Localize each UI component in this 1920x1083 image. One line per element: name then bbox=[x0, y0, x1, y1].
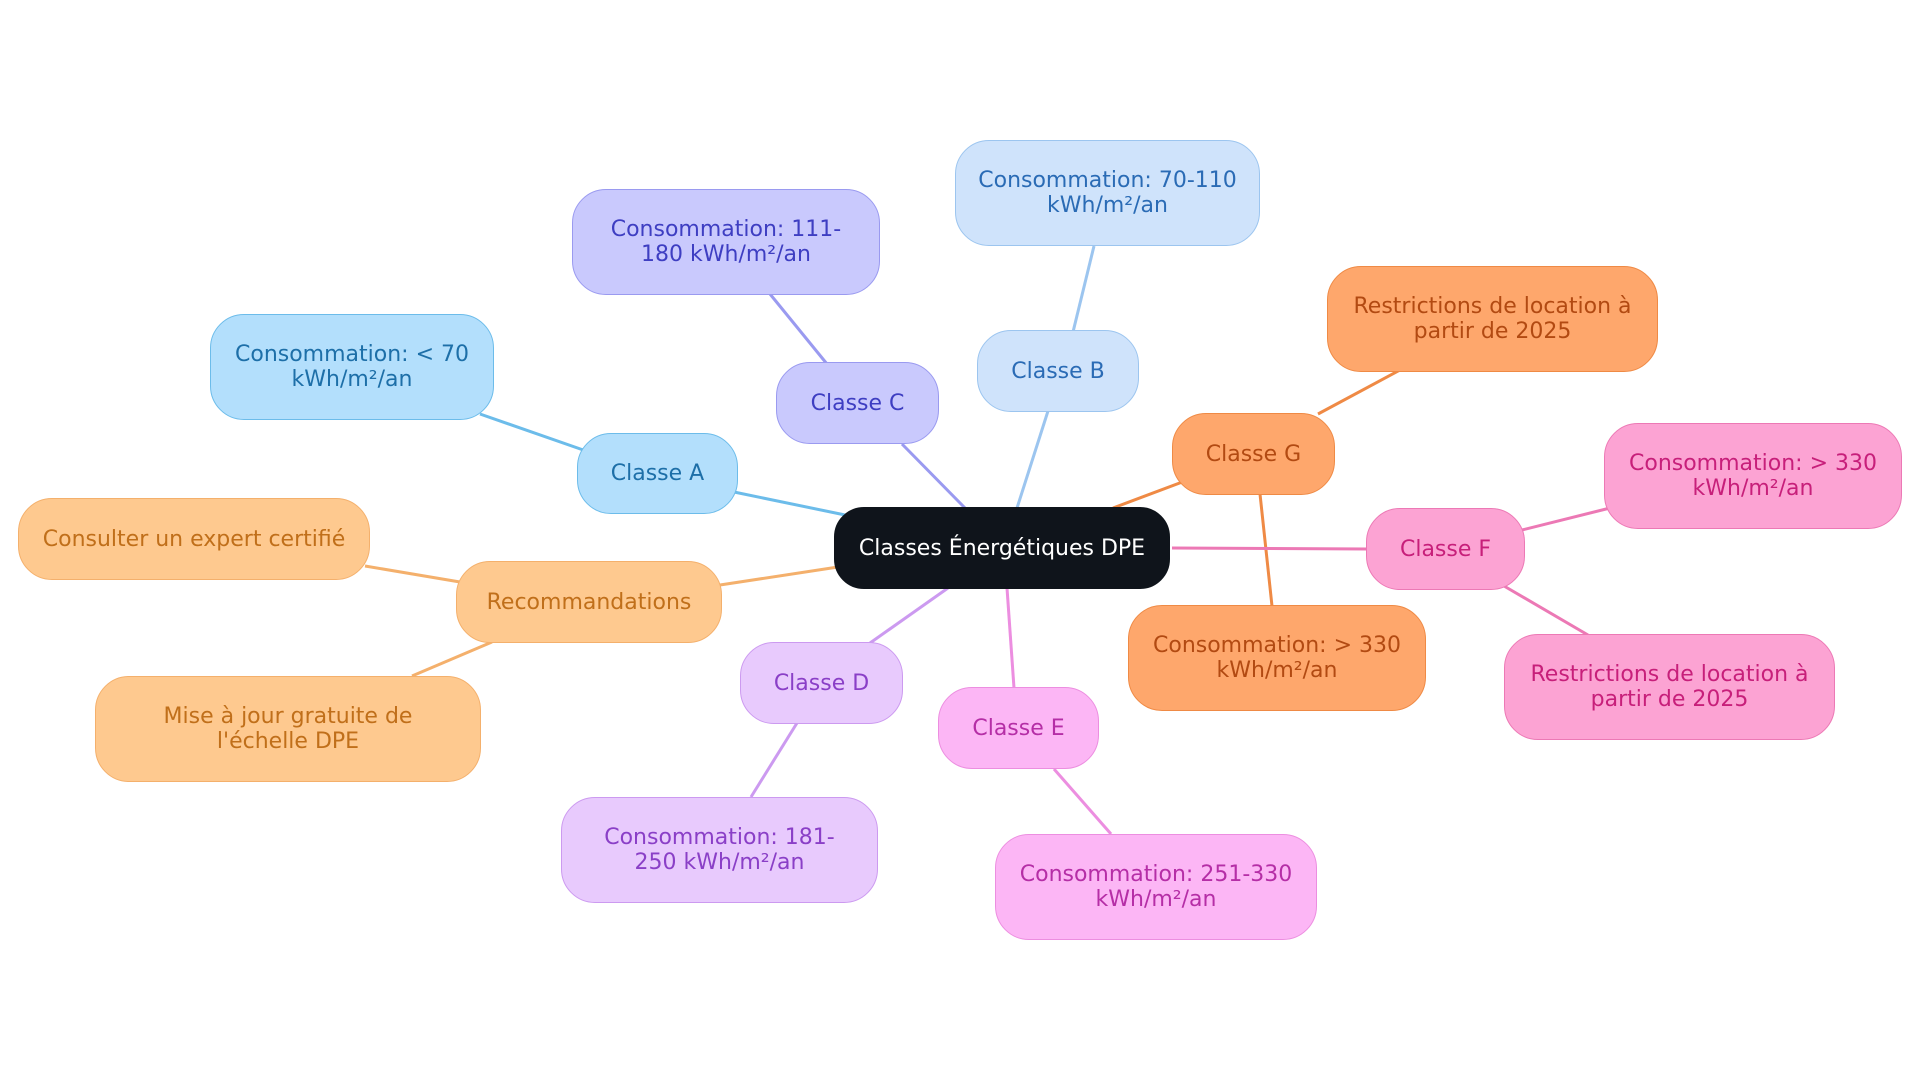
classe-e-consumption-node[interactable]: Consommation: 251-330 kWh/m²/an bbox=[995, 834, 1317, 940]
classe-b-label: Classe B bbox=[1011, 358, 1105, 384]
classe-a-consumption-label: Consommation: < 70 kWh/m²/an bbox=[235, 342, 469, 392]
classe-g-consumption-label: Consommation: > 330 kWh/m²/an bbox=[1153, 633, 1401, 683]
classe-f-restriction-node[interactable]: Restrictions de location à partir de 202… bbox=[1504, 634, 1835, 740]
link-center-classe-e bbox=[1005, 587, 1016, 689]
link-classe-d-consumption bbox=[749, 722, 799, 798]
classe-c-node[interactable]: Classe C bbox=[776, 362, 939, 444]
link-recommandations-expert bbox=[364, 564, 461, 584]
center-node-label: Classes Énergétiques DPE bbox=[858, 535, 1146, 561]
link-center-classe-g bbox=[1112, 479, 1186, 510]
link-classe-e-consumption bbox=[1052, 768, 1113, 835]
link-classe-c-consumption bbox=[768, 293, 829, 365]
classe-a-node[interactable]: Classe A bbox=[577, 433, 738, 514]
classe-f-node[interactable]: Classe F bbox=[1366, 508, 1525, 590]
link-recommandations-update bbox=[411, 640, 493, 678]
classe-c-label: Classe C bbox=[810, 390, 905, 416]
center-node[interactable]: Classes Énergétiques DPE bbox=[834, 507, 1170, 589]
link-classe-g-restriction bbox=[1317, 368, 1401, 416]
link-classe-g-consumption bbox=[1258, 493, 1274, 607]
classe-f-restriction-label: Restrictions de location à partir de 202… bbox=[1530, 662, 1809, 712]
classe-g-consumption-node[interactable]: Consommation: > 330 kWh/m²/an bbox=[1128, 605, 1426, 711]
classe-a-label: Classe A bbox=[610, 461, 705, 486]
link-classe-f-consumption bbox=[1521, 506, 1611, 532]
recommandations-label: Recommandations bbox=[486, 589, 692, 615]
recommandations-expert-node[interactable]: Consulter un expert certifié bbox=[18, 498, 370, 580]
classe-d-label: Classe D bbox=[773, 670, 870, 696]
classe-e-node[interactable]: Classe E bbox=[938, 687, 1099, 769]
classe-a-consumption-node[interactable]: Consommation: < 70 kWh/m²/an bbox=[210, 314, 494, 420]
classe-d-node[interactable]: Classe D bbox=[740, 642, 903, 724]
classe-g-restriction-label: Restrictions de location à partir de 202… bbox=[1353, 294, 1632, 344]
link-center-classe-d bbox=[869, 586, 949, 645]
classe-g-restriction-node[interactable]: Restrictions de location à partir de 202… bbox=[1327, 266, 1658, 372]
classe-b-consumption-node[interactable]: Consommation: 70-110 kWh/m²/an bbox=[955, 140, 1260, 246]
classe-g-label: Classe G bbox=[1205, 441, 1302, 467]
classe-d-consumption-node[interactable]: Consommation: 181-250 kWh/m²/an bbox=[561, 797, 878, 903]
classe-d-consumption-label: Consommation: 181-250 kWh/m²/an bbox=[604, 825, 835, 875]
classe-b-consumption-label: Consommation: 70-110 kWh/m²/an bbox=[978, 168, 1237, 218]
recommandations-update-node[interactable]: Mise à jour gratuite de l'échelle DPE bbox=[95, 676, 481, 782]
classe-c-consumption-node[interactable]: Consommation: 111-180 kWh/m²/an bbox=[572, 189, 880, 295]
classe-e-label: Classe E bbox=[972, 715, 1065, 741]
classe-f-label: Classe F bbox=[1399, 536, 1492, 562]
recommandations-node[interactable]: Recommandations bbox=[456, 561, 722, 643]
link-classe-a-consumption bbox=[479, 412, 590, 454]
link-center-classe-f bbox=[1171, 546, 1369, 551]
link-center-recommandations bbox=[719, 565, 839, 587]
link-center-classe-c bbox=[900, 442, 967, 510]
classe-b-node[interactable]: Classe B bbox=[977, 330, 1139, 412]
classe-g-node[interactable]: Classe G bbox=[1172, 413, 1335, 495]
link-classe-b-consumption bbox=[1071, 245, 1096, 333]
classe-c-consumption-label: Consommation: 111-180 kWh/m²/an bbox=[610, 217, 842, 267]
classe-f-consumption-node[interactable]: Consommation: > 330 kWh/m²/an bbox=[1604, 423, 1902, 529]
classe-e-consumption-label: Consommation: 251-330 kWh/m²/an bbox=[1019, 862, 1293, 912]
classe-f-consumption-label: Consommation: > 330 kWh/m²/an bbox=[1629, 451, 1877, 501]
recommandations-expert-label: Consulter un expert certifié bbox=[42, 526, 346, 552]
recommandations-update-label: Mise à jour gratuite de l'échelle DPE bbox=[163, 704, 413, 754]
link-center-classe-b bbox=[1015, 410, 1050, 509]
link-classe-f-restriction bbox=[1503, 584, 1589, 637]
link-center-classe-a bbox=[733, 490, 851, 518]
